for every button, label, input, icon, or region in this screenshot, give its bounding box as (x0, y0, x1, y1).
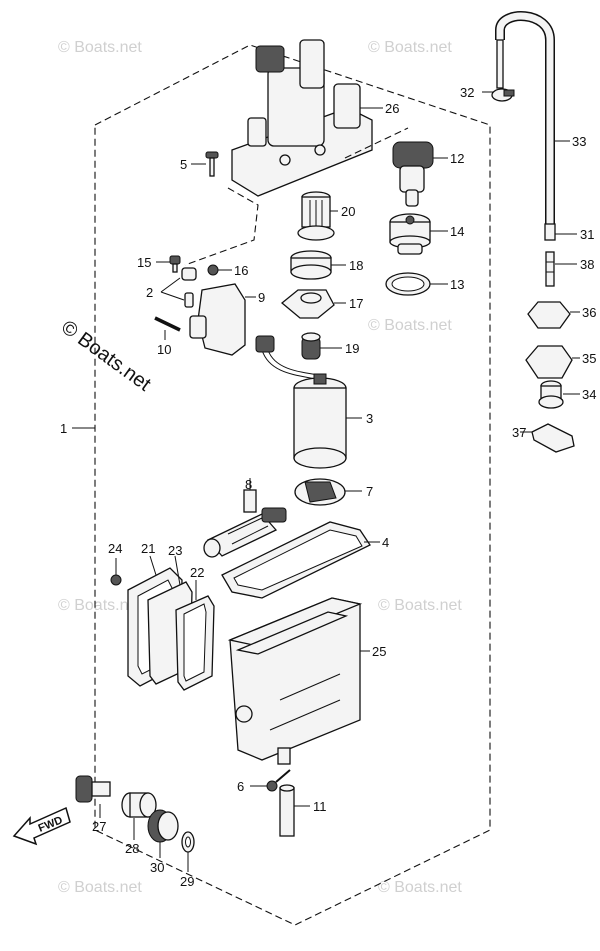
callout-24: 24 (108, 541, 122, 556)
callout-36: 36 (582, 305, 596, 320)
watermark-bottom-left: © Boats.net (58, 879, 142, 896)
callout-14: 14 (450, 224, 464, 239)
callout-29: 29 (180, 874, 194, 889)
callout-11: 11 (313, 799, 327, 814)
part-31-fitting (544, 223, 556, 241)
part-16-screw (207, 264, 219, 276)
callout-19: 19 (345, 341, 359, 356)
watermark-top-left: © Boats.net (58, 39, 142, 56)
callout-33: 33 (572, 134, 586, 149)
callout-16: 16 (234, 263, 248, 278)
callout-4: 4 (382, 535, 389, 550)
fwd-direction-marker: FWD (12, 806, 71, 846)
part-28-collar (121, 792, 157, 818)
part-7-holder (294, 478, 346, 506)
part-32-clamp (491, 88, 515, 102)
callout-32: 32 (460, 85, 474, 100)
part-3-pump-motor (255, 335, 347, 469)
leader-21 (149, 555, 157, 576)
part-20-filter (297, 191, 335, 241)
watermark-lower-right: © Boats.net (378, 597, 462, 614)
callout-25: 25 (372, 644, 386, 659)
callout-20: 20 (341, 204, 355, 219)
callout-21: 21 (141, 541, 155, 556)
callout-22: 22 (190, 565, 204, 580)
callout-37: 37 (512, 425, 526, 440)
leader-2 (160, 277, 185, 301)
part-8-strainer (203, 489, 287, 558)
watermark-mid-left: © Boats.net (58, 597, 142, 614)
part-17-bracket (280, 289, 335, 319)
callout-8: 8 (245, 477, 252, 492)
dash-cover-to-12 (344, 127, 409, 159)
part-27-bolt (75, 775, 111, 803)
callout-3: 3 (366, 411, 373, 426)
callout-6: 6 (237, 779, 244, 794)
part-24-screw (110, 574, 122, 586)
callout-28: 28 (125, 841, 139, 856)
part-22-gasket-inner (183, 603, 207, 682)
callout-30: 30 (150, 860, 164, 875)
part-29-washer (181, 831, 195, 853)
watermark-bottom-right: © Boats.net (378, 879, 462, 896)
part-4-gasket-inner (233, 529, 363, 591)
part-5-screw (205, 151, 219, 177)
part-38-nipple (545, 251, 555, 287)
part-26-pump-cover (231, 39, 373, 197)
callout-labels: 1 2 3 4 5 6 7 8 9 10 11 12 13 14 15 16 1… (60, 85, 596, 889)
callout-13: 13 (450, 277, 464, 292)
callout-27: 27 (92, 819, 106, 834)
callout-17: 17 (349, 296, 363, 311)
part-36-clip (527, 301, 571, 329)
watermark-top-right: © Boats.net (368, 39, 452, 56)
part-12-regulator (392, 141, 434, 207)
part-37-clamp (531, 423, 575, 453)
part-14-cup (389, 213, 431, 255)
callout-31: 31 (580, 227, 594, 242)
part-13-o-ring-inner (391, 276, 425, 292)
callout-9: 9 (258, 290, 265, 305)
part-33-hose (495, 11, 555, 225)
watermark-mid-right: © Boats.net (368, 317, 452, 334)
part-25-tank (227, 597, 363, 765)
callout-10: 10 (157, 342, 171, 357)
part-30-grommet (147, 809, 179, 843)
part-19-grommet (301, 332, 321, 360)
part-34-grommet (538, 380, 564, 409)
part-2-collar (181, 267, 197, 308)
part-35-clip (525, 345, 573, 379)
watermark-prominent: © Boats.net (57, 316, 155, 396)
part-10-pin (154, 316, 181, 332)
callout-38: 38 (580, 257, 594, 272)
part-18-seal (290, 250, 332, 280)
callout-12: 12 (450, 151, 464, 166)
callout-26: 26 (385, 101, 399, 116)
dash-cover-to-15 (184, 187, 259, 266)
callout-5: 5 (180, 157, 187, 172)
fwd-label: FWD (37, 814, 65, 835)
callout-15: 15 (137, 255, 151, 270)
callout-23: 23 (168, 543, 182, 558)
part-15-screw (169, 255, 181, 273)
callout-18: 18 (349, 258, 363, 273)
callout-1: 1 (60, 421, 67, 436)
callout-2: 2 (146, 285, 153, 300)
part-11-hose (279, 784, 295, 837)
callout-7: 7 (366, 484, 373, 499)
callout-35: 35 (582, 351, 596, 366)
leader-23 (174, 555, 181, 586)
callout-34: 34 (582, 387, 596, 402)
part-9-cover (189, 283, 246, 356)
